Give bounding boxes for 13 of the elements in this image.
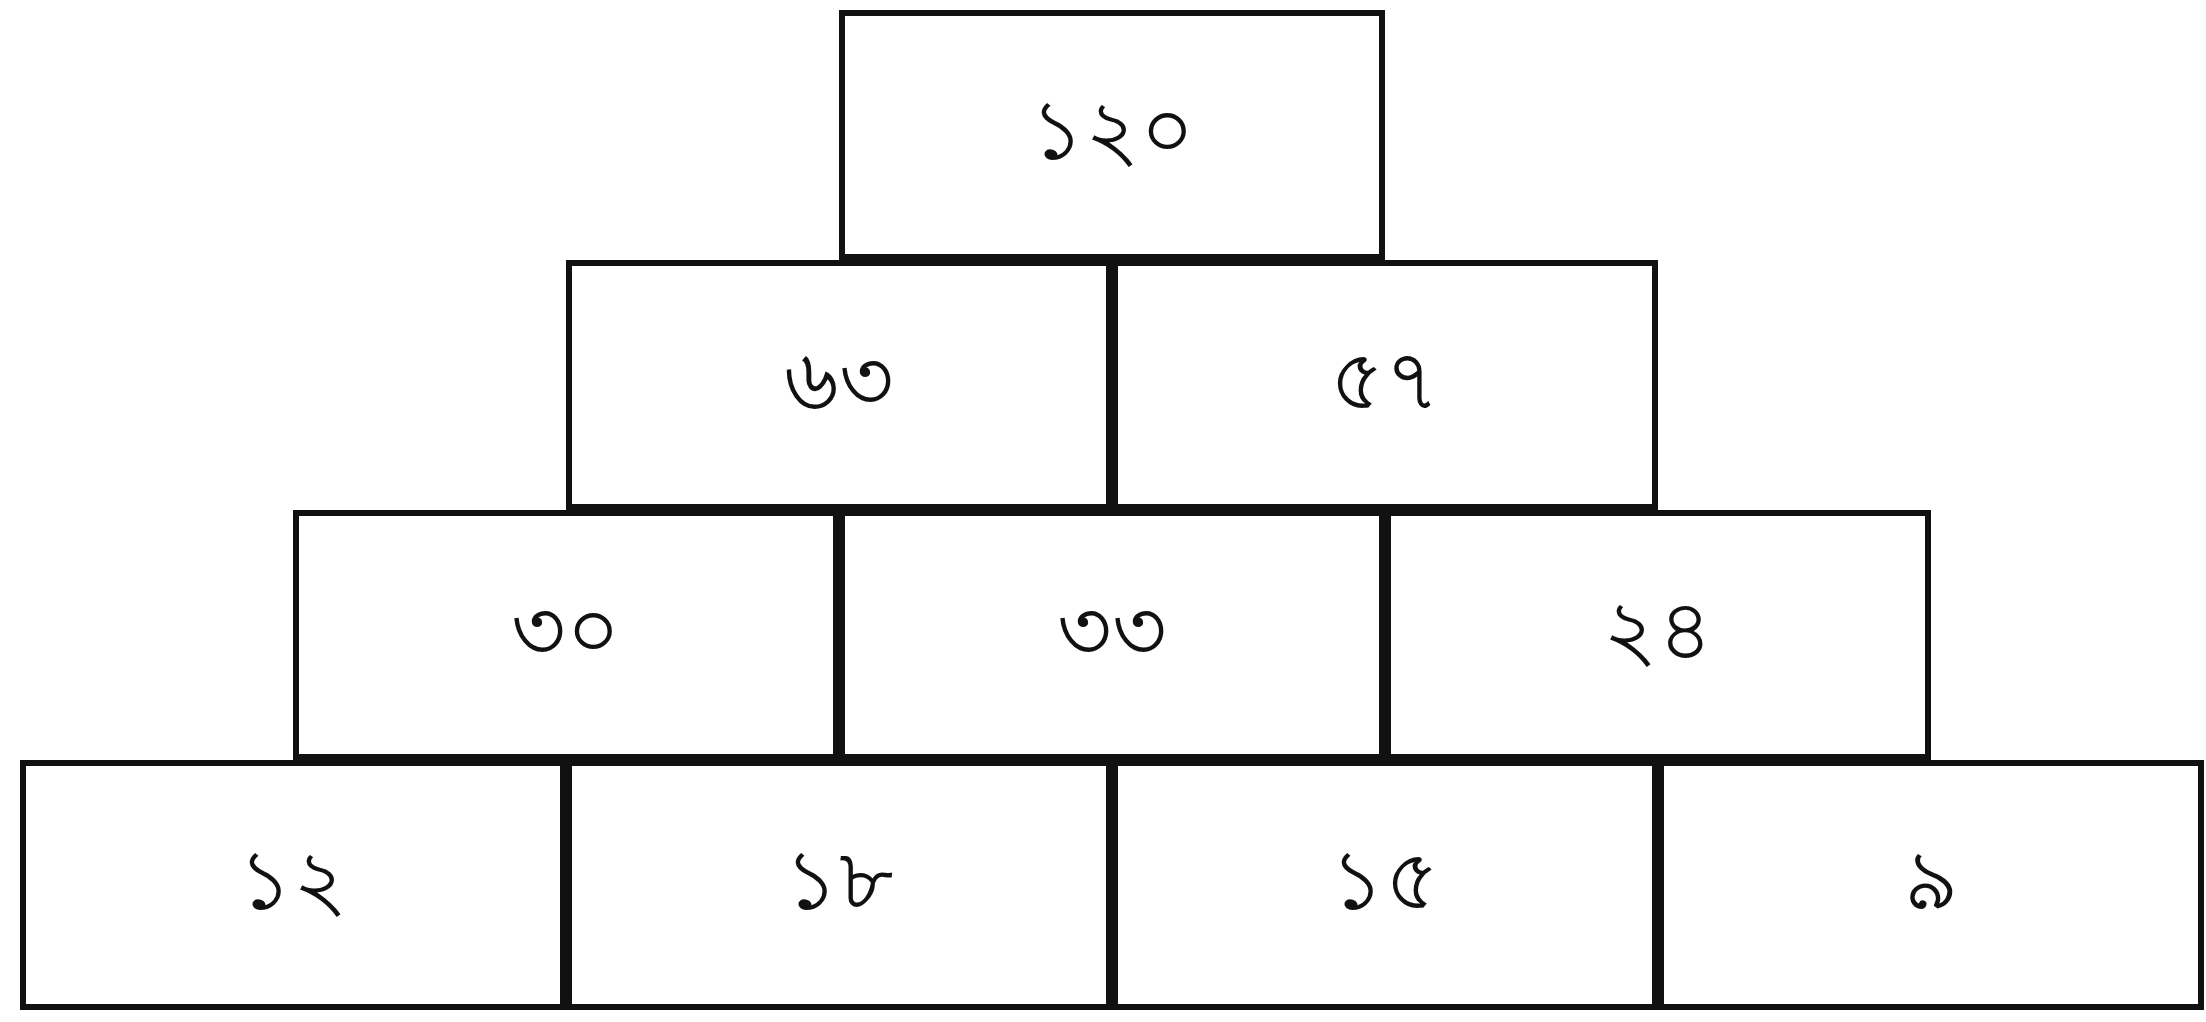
number-box [1658, 760, 2204, 1010]
number-label: ৩০ [511, 579, 621, 681]
number-label: ১৮ [784, 829, 894, 931]
number-label: ৯ [1903, 829, 1959, 931]
number-box [839, 10, 1385, 260]
number-label: ১২ [238, 829, 348, 931]
number-label: ২৪ [1603, 579, 1713, 681]
number-label: ১২০ [1029, 79, 1195, 181]
number-label: ৩৩ [1057, 579, 1167, 681]
number-box [20, 760, 566, 1010]
number-label: ১৫ [1330, 829, 1440, 931]
number-label: ৫৭ [1330, 329, 1440, 431]
number-label: ৬৩ [784, 329, 894, 431]
